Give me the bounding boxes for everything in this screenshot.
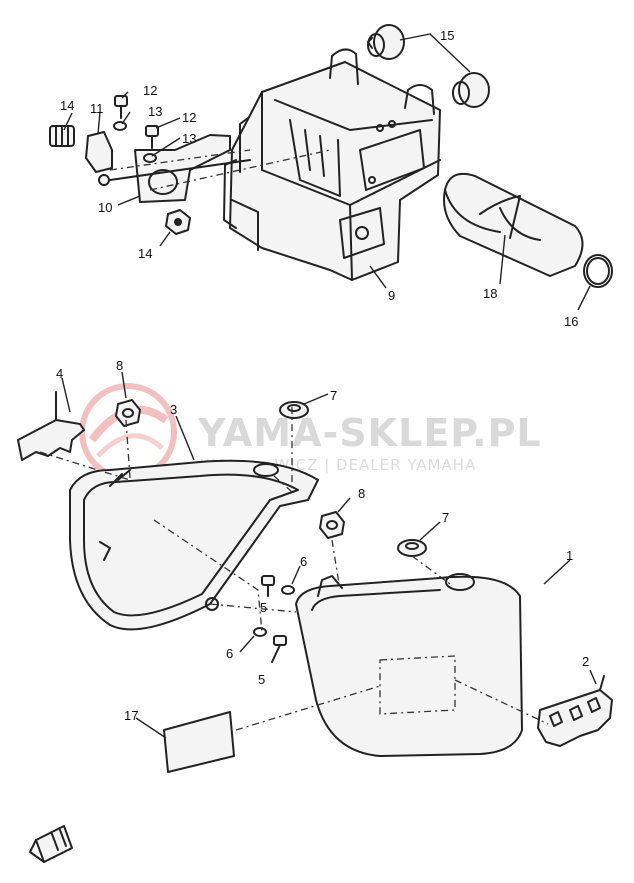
callout-3: 3 [170, 402, 177, 417]
callout-11: 11 [90, 101, 104, 116]
callout-5: 5 [258, 672, 265, 687]
label-plate [135, 711, 235, 773]
callout-9: 9 [388, 288, 395, 303]
bolts-12 [114, 95, 159, 149]
callout-4: 4 [56, 366, 63, 381]
callout-18: 18 [483, 286, 497, 301]
washers-6 [239, 565, 301, 653]
callout-13: 13 [148, 104, 162, 119]
watermark-logo-icon [79, 383, 177, 481]
callout-14: 14 [60, 98, 74, 113]
side-cover-left [69, 415, 319, 631]
bracket-4 [17, 377, 85, 461]
callout-8: 8 [358, 486, 365, 501]
damper-lower [452, 72, 490, 108]
callout-5: 5 [260, 600, 267, 615]
callout-8: 8 [116, 358, 123, 373]
callout-16: 16 [564, 314, 578, 329]
callout-6: 6 [226, 646, 233, 661]
grommet-14-lower [165, 209, 191, 235]
watermark-title: YAMA-SKLEP.PL [197, 411, 542, 455]
washers-13 [113, 121, 157, 163]
side-cover-right [295, 559, 571, 757]
nuts-8 [115, 371, 351, 539]
callout-12: 12 [182, 110, 196, 125]
assembly-lines [39, 149, 549, 731]
small-bracket-11 [85, 131, 113, 186]
grommet-14-left [49, 125, 75, 147]
screws-5 [261, 575, 287, 663]
grommets-7 [279, 393, 441, 557]
callout-10: 10 [98, 200, 112, 215]
callout-7: 7 [442, 510, 449, 525]
bracket-2 [537, 669, 613, 747]
damper-upper [367, 24, 405, 60]
band-ring [577, 254, 613, 311]
watermark: YAMA-SKLEP.PL WOJ... ...WICZ | DEALER YA… [79, 383, 542, 481]
tool-bag [443, 172, 584, 285]
callout-12: 12 [143, 83, 157, 98]
rubber-dampers [367, 24, 490, 108]
callout-labels: 14 11 12 13 12 13 10 14 15 9 18 16 4 8 3… [56, 28, 589, 723]
upper-leaders [63, 91, 387, 289]
callout-15: 15 [440, 28, 454, 43]
callout-7: 7 [330, 388, 337, 403]
battery-box-frame [223, 48, 441, 281]
callout-14: 14 [138, 246, 152, 261]
callout-2: 2 [582, 654, 589, 669]
callout-13: 13 [182, 131, 196, 146]
callout-6: 6 [300, 554, 307, 569]
callout-1: 1 [566, 548, 573, 563]
front-direction-icon [29, 825, 73, 863]
callout-17: 17 [124, 708, 138, 723]
